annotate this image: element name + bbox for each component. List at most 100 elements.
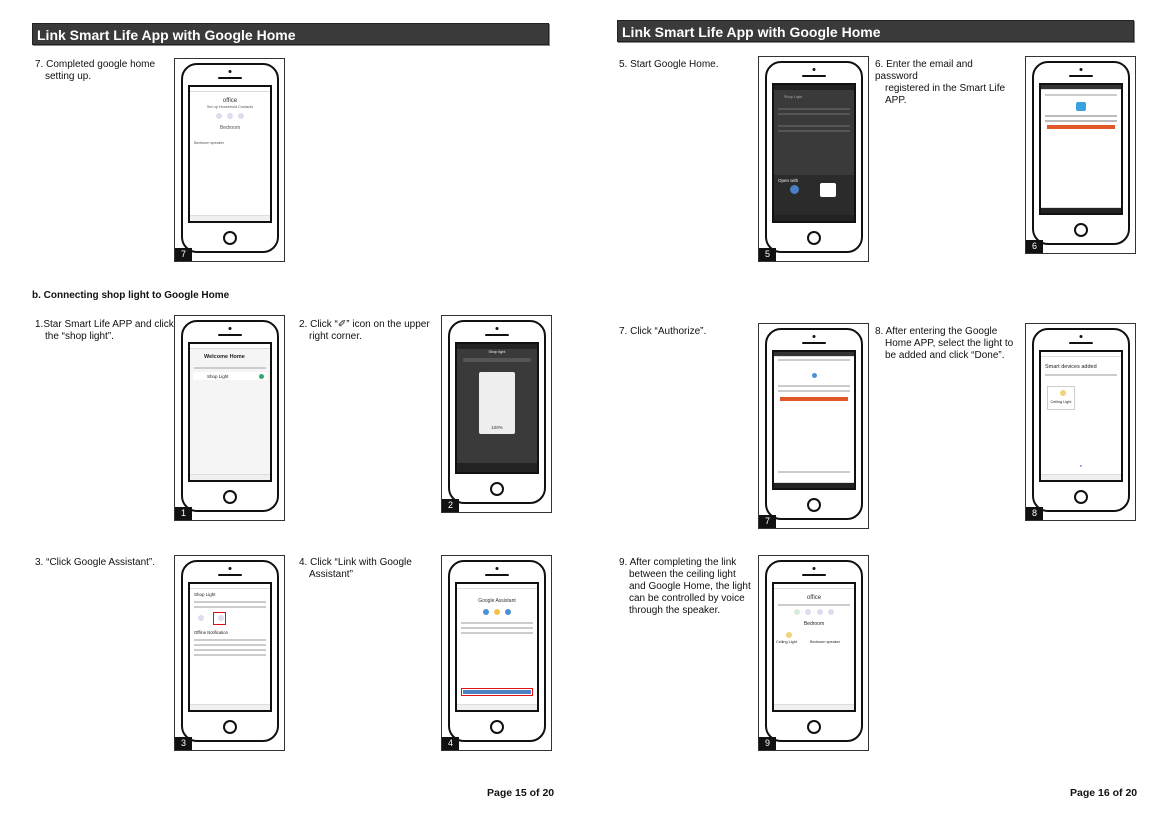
device-name[interactable]: Ceiling Light [776, 640, 797, 644]
status-bar [190, 584, 270, 589]
step-line: through the speaker. [629, 605, 721, 616]
email-input[interactable] [1045, 115, 1117, 117]
status-bar [1041, 352, 1121, 357]
step-line: between the ceiling light [629, 569, 736, 580]
speaker [485, 334, 509, 336]
step-line: Assistant” [309, 569, 353, 580]
google-assistant-icon[interactable] [218, 615, 224, 621]
setting-row [194, 649, 266, 651]
assistant-app-icon[interactable] [790, 185, 799, 194]
description-line [461, 632, 533, 634]
speaker [218, 334, 242, 336]
url-bar [1045, 94, 1117, 96]
phone-illustration: Shop light 100% [448, 320, 546, 504]
home-button [223, 720, 237, 734]
subtitle-line [1045, 374, 1117, 376]
password-input[interactable] [1045, 120, 1117, 122]
setting-row [778, 130, 850, 132]
page-number: Page 16 of 20 [1070, 787, 1138, 799]
device-title: Shop Light [784, 95, 803, 99]
nav-bar [457, 463, 537, 472]
setting-row [194, 601, 266, 603]
device-row[interactable]: Shop Light [193, 372, 267, 380]
link-with-google-assistant-button[interactable] [463, 690, 531, 694]
speaker [1069, 342, 1093, 344]
nav-bar [1041, 207, 1121, 213]
page-header: Link Smart Life App with Google Home [617, 20, 1134, 42]
google-icon [811, 373, 817, 378]
phone-screen [1039, 83, 1123, 215]
home-button [223, 490, 237, 504]
power-icon[interactable] [259, 373, 264, 379]
nav-bar [1041, 474, 1121, 480]
phone-screen: Shop Light Offline Notification [188, 582, 272, 712]
status-bar [1041, 85, 1121, 90]
status-bar [774, 352, 854, 357]
room-label: Bedroom [219, 125, 241, 131]
step-badge: 6 [1026, 240, 1043, 253]
home-title: office [806, 595, 822, 601]
step-9-text: 9. After completing the link between the… [619, 557, 759, 617]
login-button[interactable] [1047, 125, 1115, 129]
step-badge: 8 [1026, 507, 1043, 520]
lights-icon[interactable] [794, 609, 801, 615]
alexa-icon[interactable] [198, 615, 204, 621]
brightness-panel[interactable]: 100% [479, 372, 515, 434]
step-1-text: 1.Star Smart Life APP and click the “sho… [35, 319, 175, 343]
speaker [802, 342, 826, 344]
step-badge: 3 [175, 737, 192, 750]
screenshot-frame-7: office Set up Household Contacts Bedroom… [174, 58, 285, 262]
nav-bar [774, 482, 854, 488]
device-label: Bedroom speaker [194, 141, 224, 145]
screenshot-frame-6: 6 [1025, 56, 1136, 254]
link-button-area[interactable] [461, 688, 533, 696]
bulb-icon [786, 632, 792, 638]
screenshot-frame-8: Smart devices added Ceiling Light ● 8 [1025, 323, 1136, 521]
camera [495, 567, 499, 570]
step-badge: 5 [759, 248, 776, 261]
phone-illustration: office Bedroom Ceiling Light Bedroom spe… [765, 560, 863, 742]
mode-tabs[interactable] [463, 358, 531, 362]
step-badge: 2 [442, 499, 459, 512]
broadcast-icon[interactable] [816, 609, 823, 615]
step-line: 9. After completing the link [619, 557, 737, 568]
phone-screen [772, 350, 856, 490]
tab-row [194, 367, 266, 369]
offline-notification: Offline Notification [194, 630, 228, 635]
subtitle-line [778, 604, 850, 606]
home-button [807, 498, 821, 512]
light-title: Shop light [488, 350, 506, 354]
home-button [490, 720, 504, 734]
done-button[interactable]: ● [1079, 463, 1083, 468]
device-name: Ceiling Light [1050, 400, 1072, 404]
phone-screen: Google Assistant [455, 582, 539, 712]
home-title: office [222, 98, 238, 104]
device-name[interactable]: Bedroom speaker [810, 640, 840, 644]
screenshot-frame-5: Shop Light Open with 5 [758, 56, 869, 262]
step-badge: 7 [759, 515, 776, 528]
device-card[interactable]: Ceiling Light [1047, 386, 1075, 410]
status-bar [457, 584, 537, 589]
authorize-button[interactable] [780, 397, 848, 401]
settings-icon[interactable] [827, 609, 834, 615]
speaker [1069, 75, 1093, 77]
home-button [807, 231, 821, 245]
step-line: right corner. [309, 331, 362, 342]
step-line: Home APP, select the light to [885, 338, 1014, 349]
nav-bar [457, 704, 537, 710]
smart-life-logo [1076, 102, 1086, 111]
media-icon[interactable] [805, 609, 812, 615]
step-line: the “shop light”. [45, 331, 114, 342]
nav-bar [774, 215, 854, 221]
highlight-box [461, 688, 533, 696]
status-bar [774, 584, 854, 589]
google-home-app-icon[interactable] [820, 183, 836, 197]
step-7b-text: 7. Click “Authorize”. [619, 326, 759, 338]
step-8-text: 8. After entering the Google Home APP, s… [875, 326, 1015, 362]
speaker [218, 574, 242, 576]
home-button [807, 720, 821, 734]
settings-icon [238, 113, 245, 119]
device-name: Shop Light [207, 374, 229, 379]
step-badge: 4 [442, 737, 459, 750]
camera [495, 327, 499, 330]
